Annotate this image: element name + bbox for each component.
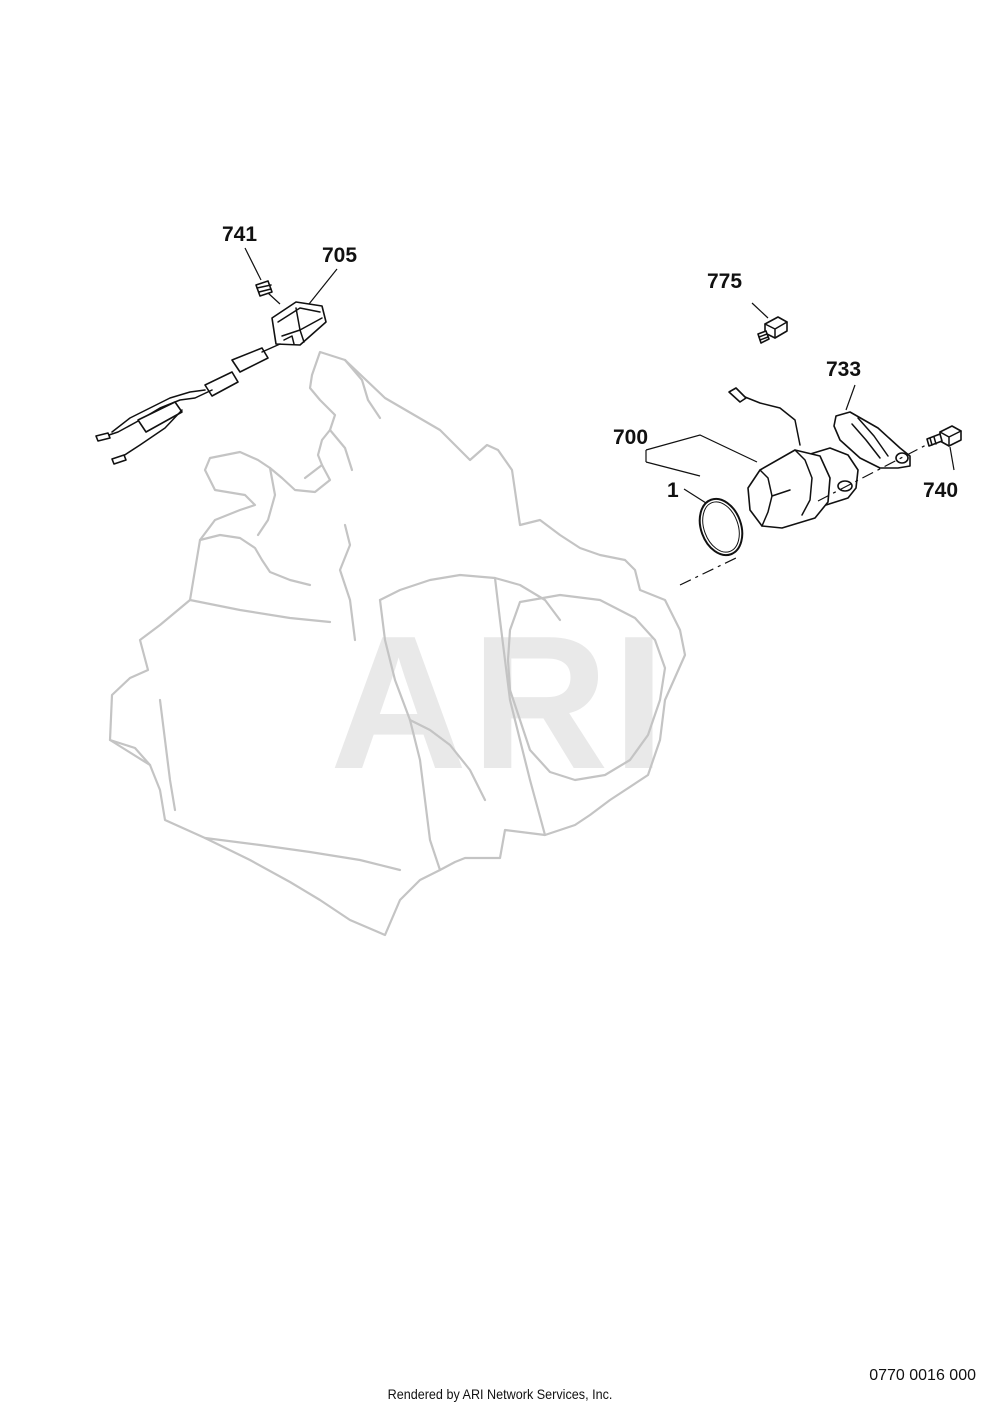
part-733-cover-plate[interactable] [833, 384, 911, 469]
callout-700: 700 [613, 426, 648, 449]
callout-740: 740 [923, 479, 958, 502]
part-775-bolt[interactable] [751, 302, 788, 344]
assembly-centerline [679, 443, 929, 586]
part-740-screw[interactable] [926, 425, 962, 471]
part-705-connector-harness[interactable] [95, 301, 327, 465]
callout-733: 733 [826, 358, 861, 381]
ari-watermark: ARI [330, 597, 669, 809]
part-1-o-ring[interactable] [692, 493, 749, 561]
callout-741: 741 [222, 223, 257, 246]
footer-credit: Rendered by ARI Network Services, Inc. [387, 1386, 613, 1402]
engine-ghost-outline [108, 350, 687, 937]
document-code: 0770 0016 000 [869, 1367, 976, 1384]
leader-700 [645, 434, 758, 477]
leader-1 [683, 488, 707, 504]
callout-775: 775 [707, 270, 742, 293]
callout-1: 1 [667, 479, 679, 502]
part-741-screw[interactable] [255, 280, 281, 305]
callout-705: 705 [322, 244, 357, 267]
